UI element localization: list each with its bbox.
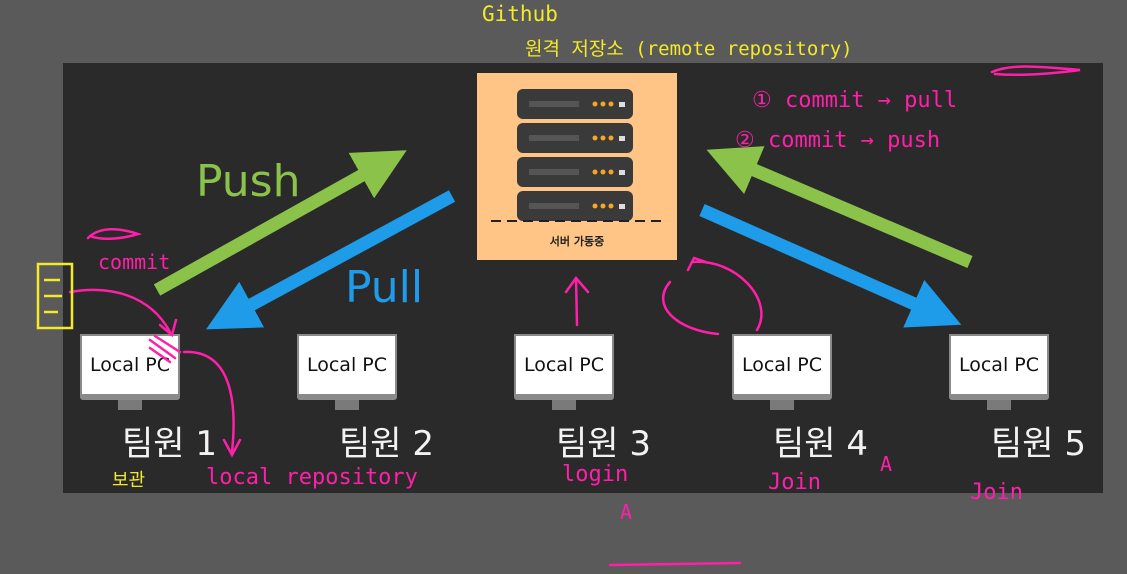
local-pc-3: Local PC — [514, 334, 614, 410]
local-pc-1: Local PC — [80, 334, 180, 410]
pull-arrow-right — [699, 204, 962, 328]
join-cycle-arrow-1 — [662, 280, 720, 336]
step2-annotation: ② commit → push — [735, 128, 941, 153]
join4-annotation: Join — [768, 470, 821, 495]
member-4-label: 팀원 4 — [773, 424, 868, 464]
push-arrow-left — [153, 150, 407, 296]
commit-annotation: commit — [98, 250, 171, 274]
note-a-annotation: A — [620, 500, 633, 524]
monitor-icon — [949, 394, 1049, 400]
monitor-icon — [732, 394, 832, 400]
local-repo-arrow — [182, 350, 235, 454]
server-rack-icon — [491, 89, 663, 222]
login-up-arrow — [574, 276, 579, 327]
monitor-icon — [514, 394, 614, 400]
pc-screen: Local PC — [297, 334, 397, 396]
local-pc-5: Local PC — [949, 334, 1049, 410]
remote-server-panel: 서버 가동중 — [477, 73, 677, 260]
member-3-label: 팀원 3 — [556, 424, 651, 464]
join-cycle-arrow-2 — [690, 260, 763, 332]
monitor-icon — [297, 394, 397, 400]
pc-screen: Local PC — [514, 334, 614, 396]
member-2-label: 팀원 2 — [339, 424, 434, 464]
push-label: Push — [196, 156, 301, 207]
login-annotation: login — [562, 462, 629, 487]
step1-annotation: ① commit → pull — [752, 88, 958, 113]
local-repo-annotation: local repository — [206, 465, 418, 490]
github-annotation: Github — [482, 2, 558, 26]
member-1-label: 팀원 1 — [122, 424, 217, 464]
join5-annotation: Join — [970, 480, 1023, 505]
server-caption: 서버 가동중 — [549, 235, 605, 248]
pc-screen: Local PC — [80, 334, 180, 396]
commit-arrow — [68, 288, 172, 334]
pull-label: Pull — [345, 262, 424, 313]
push-arrow-right — [706, 146, 973, 268]
member-5-label: 팀원 5 — [991, 424, 1086, 464]
local-pc-4: Local PC — [732, 334, 832, 410]
document-icon — [36, 262, 74, 330]
note-b-annotation: A — [880, 452, 893, 476]
bottom-left-annotation: 보관 — [112, 470, 146, 491]
local-pc-2: Local PC — [297, 334, 397, 410]
pull-arrow-left — [205, 190, 456, 330]
monitor-icon — [80, 394, 180, 400]
remote-repo-annotation: 원격 저장소 (remote repository) — [525, 38, 853, 60]
